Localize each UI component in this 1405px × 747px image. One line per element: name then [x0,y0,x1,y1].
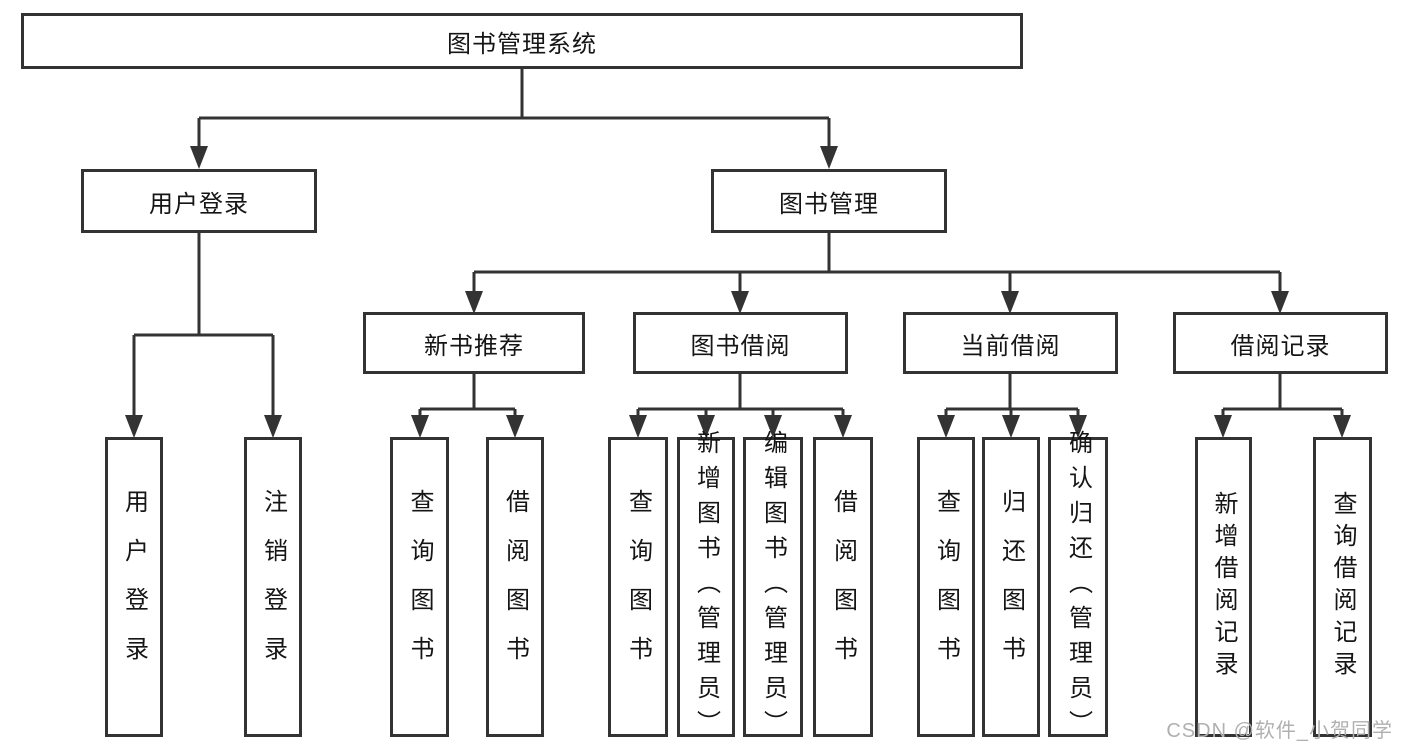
node-current-borrow-label: 当前借阅 [960,332,1061,360]
connector-new-book-rec-children [411,374,524,438]
node-book-mgmt-label: 图书管理 [779,190,879,218]
node-book-borrow-label: 图书借阅 [690,332,791,360]
node-book-borrow: 图书借阅 [633,312,848,374]
node-nbr-borrow-books: 借阅图书 [486,437,544,737]
node-cb-confirm-return-admin-label: 确认归还（管理员） [1064,429,1092,745]
node-cb-query-books: 查询图书 [917,437,975,737]
node-book-mgmt: 图书管理 [711,169,947,233]
node-bb-edit-books-admin: 编辑图书（管理员） [743,430,803,745]
watermark: CSDN @软件_小贺同学 [1166,720,1393,742]
node-user-login-group: 用户登录 [81,169,317,233]
node-root-label: 图书管理系统 [447,30,597,58]
node-user-login-label: 用户登录 [120,489,148,685]
node-bb-edit-books-admin-label: 编辑图书（管理员） [759,429,787,745]
node-bb-query-books-label: 查询图书 [624,489,652,685]
node-nbr-query-books-label: 查询图书 [406,489,433,685]
node-br-query-record-label: 查询借阅记录 [1329,491,1356,683]
connector-book-borrow-children [629,374,852,438]
node-user-login-group-label: 用户登录 [149,190,249,218]
node-cb-return-books-label: 归还图书 [997,489,1025,685]
node-logout-label: 注销登录 [259,489,287,685]
node-cb-query-books-label: 查询图书 [932,489,960,685]
node-bb-add-books-admin-label: 新增图书（管理员） [692,429,720,745]
connector-root-to-level1 [190,69,838,169]
node-borrow-records-label: 借阅记录 [1230,332,1331,360]
node-user-login: 用户登录 [105,437,163,737]
node-root: 图书管理系统 [21,13,1023,69]
node-nbr-query-books: 查询图书 [390,437,449,737]
node-current-borrow: 当前借阅 [903,312,1118,374]
node-bb-borrow-books: 借阅图书 [813,437,873,737]
node-br-add-record-label: 新增借阅记录 [1210,491,1237,683]
node-cb-return-books: 归还图书 [982,437,1040,737]
node-bb-borrow-books-label: 借阅图书 [829,489,857,685]
node-cb-confirm-return-admin: 确认归还（管理员） [1048,430,1108,745]
node-br-query-record: 查询借阅记录 [1313,437,1372,737]
node-new-book-rec: 新书推荐 [363,312,585,374]
node-borrow-records: 借阅记录 [1173,312,1388,374]
node-logout: 注销登录 [244,437,302,737]
connector-borrow-records-children [1214,374,1351,438]
node-new-book-rec-label: 新书推荐 [424,332,524,360]
node-nbr-borrow-books-label: 借阅图书 [501,489,529,685]
connector-book-mgmt-to-level2 [465,233,1289,314]
connector-user-login-children [125,233,282,438]
connector-current-borrow-children [937,374,1087,438]
node-br-add-record: 新增借阅记录 [1195,437,1252,737]
node-bb-query-books: 查询图书 [608,437,668,737]
node-bb-add-books-admin: 新增图书（管理员） [677,430,735,745]
